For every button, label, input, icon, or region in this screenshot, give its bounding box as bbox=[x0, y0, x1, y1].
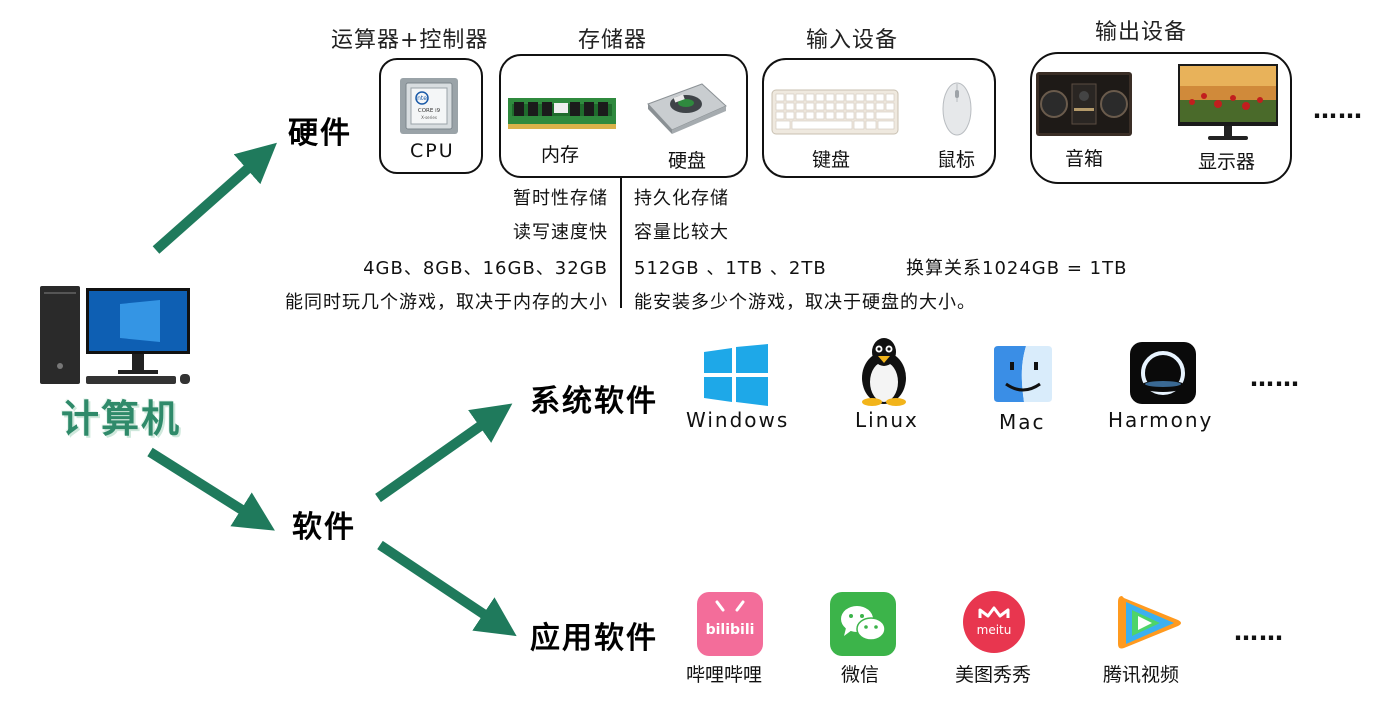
speaker-label: 音箱 bbox=[1065, 144, 1103, 171]
memory-note-2: 读写速度快 bbox=[513, 218, 608, 244]
cpu-chip-image: intel CORE i9 X-series bbox=[400, 78, 458, 134]
disk-note-3: 512GB 、1TB 、2TB bbox=[634, 254, 827, 280]
svg-text:X-series: X-series bbox=[421, 115, 437, 120]
memory-label: 内存 bbox=[541, 140, 579, 167]
bilibili-logo-text: bilibili bbox=[706, 622, 755, 638]
memory-stick-image bbox=[508, 98, 616, 130]
disk-note-4: 能安装多少个游戏，取决于硬盘的大小。 bbox=[634, 288, 976, 314]
tencent-video-label: 腾讯视频 bbox=[1103, 660, 1179, 687]
windows-logo-icon bbox=[704, 344, 768, 406]
arrow-software-to-system bbox=[378, 415, 496, 498]
disk-note-1: 持久化存储 bbox=[634, 184, 729, 210]
harmony-logo-icon bbox=[1130, 342, 1196, 404]
meitu-logo-text: meitu bbox=[977, 623, 1012, 637]
conversion-note: 换算关系1024GB = 1TB bbox=[906, 254, 1127, 280]
svg-text:intel: intel bbox=[415, 95, 429, 102]
monitor-image bbox=[1178, 64, 1278, 144]
application-software-label: 应用软件 bbox=[530, 613, 658, 657]
hard-disk-image bbox=[646, 82, 728, 134]
bilibili-label: 哔哩哔哩 bbox=[686, 660, 762, 687]
memory-note-3: 4GB、8GB、16GB、32GB bbox=[363, 254, 608, 280]
arrow-computer-to-software bbox=[150, 452, 258, 520]
meitu-app-icon: meitu bbox=[962, 590, 1026, 654]
cpu-label: CPU bbox=[410, 140, 455, 162]
arrow-computer-to-hardware bbox=[156, 156, 262, 250]
disk-label: 硬盘 bbox=[668, 146, 706, 173]
system-more-ellipsis: …… bbox=[1250, 364, 1300, 392]
mac-finder-icon bbox=[992, 344, 1054, 404]
application-more-ellipsis: …… bbox=[1234, 618, 1284, 646]
mac-label: Mac bbox=[999, 410, 1046, 434]
meitu-label: 美图秀秀 bbox=[955, 660, 1031, 687]
storage-group-header: 存储器 bbox=[578, 22, 647, 54]
storage-notes-divider bbox=[620, 178, 622, 308]
output-group-header: 输出设备 bbox=[1095, 14, 1187, 46]
arrow-software-to-application bbox=[380, 545, 500, 625]
harmony-label: Harmony bbox=[1108, 408, 1213, 432]
mouse-label: 鼠标 bbox=[937, 145, 975, 172]
cpu-group-header: 运算器+控制器 bbox=[331, 22, 488, 54]
memory-note-4: 能同时玩几个游戏，取决于内存的大小 bbox=[285, 288, 608, 314]
monitor-label: 显示器 bbox=[1198, 147, 1255, 174]
keyboard-image bbox=[772, 90, 898, 136]
linux-label: Linux bbox=[855, 408, 919, 432]
hardware-label: 硬件 bbox=[288, 108, 352, 152]
wechat-app-icon bbox=[830, 592, 896, 656]
input-group-header: 输入设备 bbox=[806, 22, 898, 54]
desktop-computer-image bbox=[40, 286, 192, 386]
mouse-image bbox=[942, 82, 972, 136]
software-label: 软件 bbox=[292, 502, 356, 546]
windows-label: Windows bbox=[686, 408, 789, 432]
speaker-image bbox=[1036, 72, 1132, 136]
linux-tux-icon bbox=[856, 336, 912, 406]
wechat-label: 微信 bbox=[841, 660, 879, 687]
computer-label: 计算机 bbox=[61, 388, 181, 443]
svg-text:CORE i9: CORE i9 bbox=[418, 108, 441, 114]
disk-note-2: 容量比较大 bbox=[634, 218, 729, 244]
bilibili-app-icon: bilibili bbox=[697, 592, 763, 656]
system-software-label: 系统软件 bbox=[530, 376, 658, 420]
keyboard-label: 键盘 bbox=[812, 145, 850, 172]
memory-note-1: 暂时性存储 bbox=[513, 184, 608, 210]
tencent-video-icon bbox=[1114, 592, 1184, 654]
hardware-more-ellipsis: …… bbox=[1313, 96, 1363, 124]
